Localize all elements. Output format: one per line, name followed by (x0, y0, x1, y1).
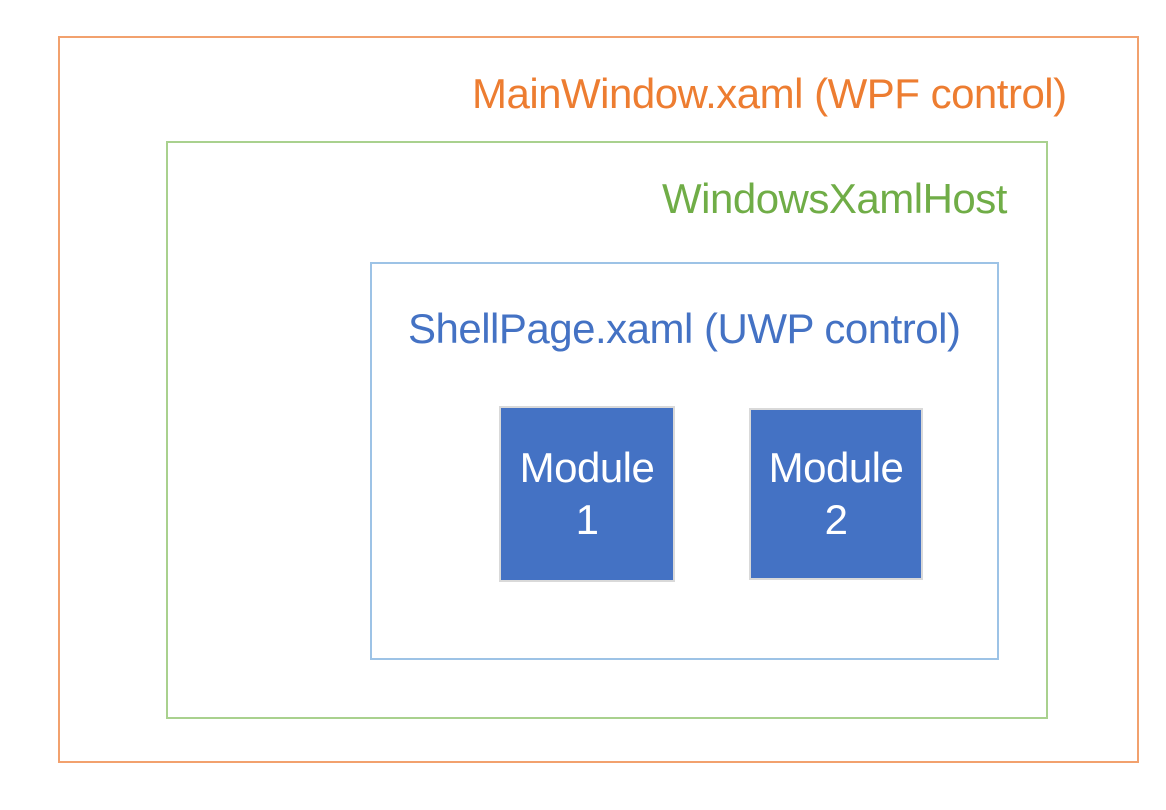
module-1-label-line1: Module (519, 444, 655, 491)
mainwindow-wpf-label: MainWindow.xaml (WPF control) (472, 70, 1067, 117)
module-2-box: Module 2 (749, 408, 923, 580)
module-2-label-line1: Module (768, 444, 904, 491)
module-2-label-line2: 2 (824, 496, 848, 543)
windowsxamlhost-box (166, 141, 1048, 719)
shellpage-uwp-box (370, 262, 999, 660)
module-1-label-line2: 1 (575, 496, 599, 543)
module-1-box: Module 1 (499, 406, 675, 582)
mainwindow-wpf-box (58, 36, 1139, 763)
shellpage-uwp-label: ShellPage.xaml (UWP control) (408, 305, 961, 352)
windowsxamlhost-label: WindowsXamlHost (662, 175, 1007, 222)
